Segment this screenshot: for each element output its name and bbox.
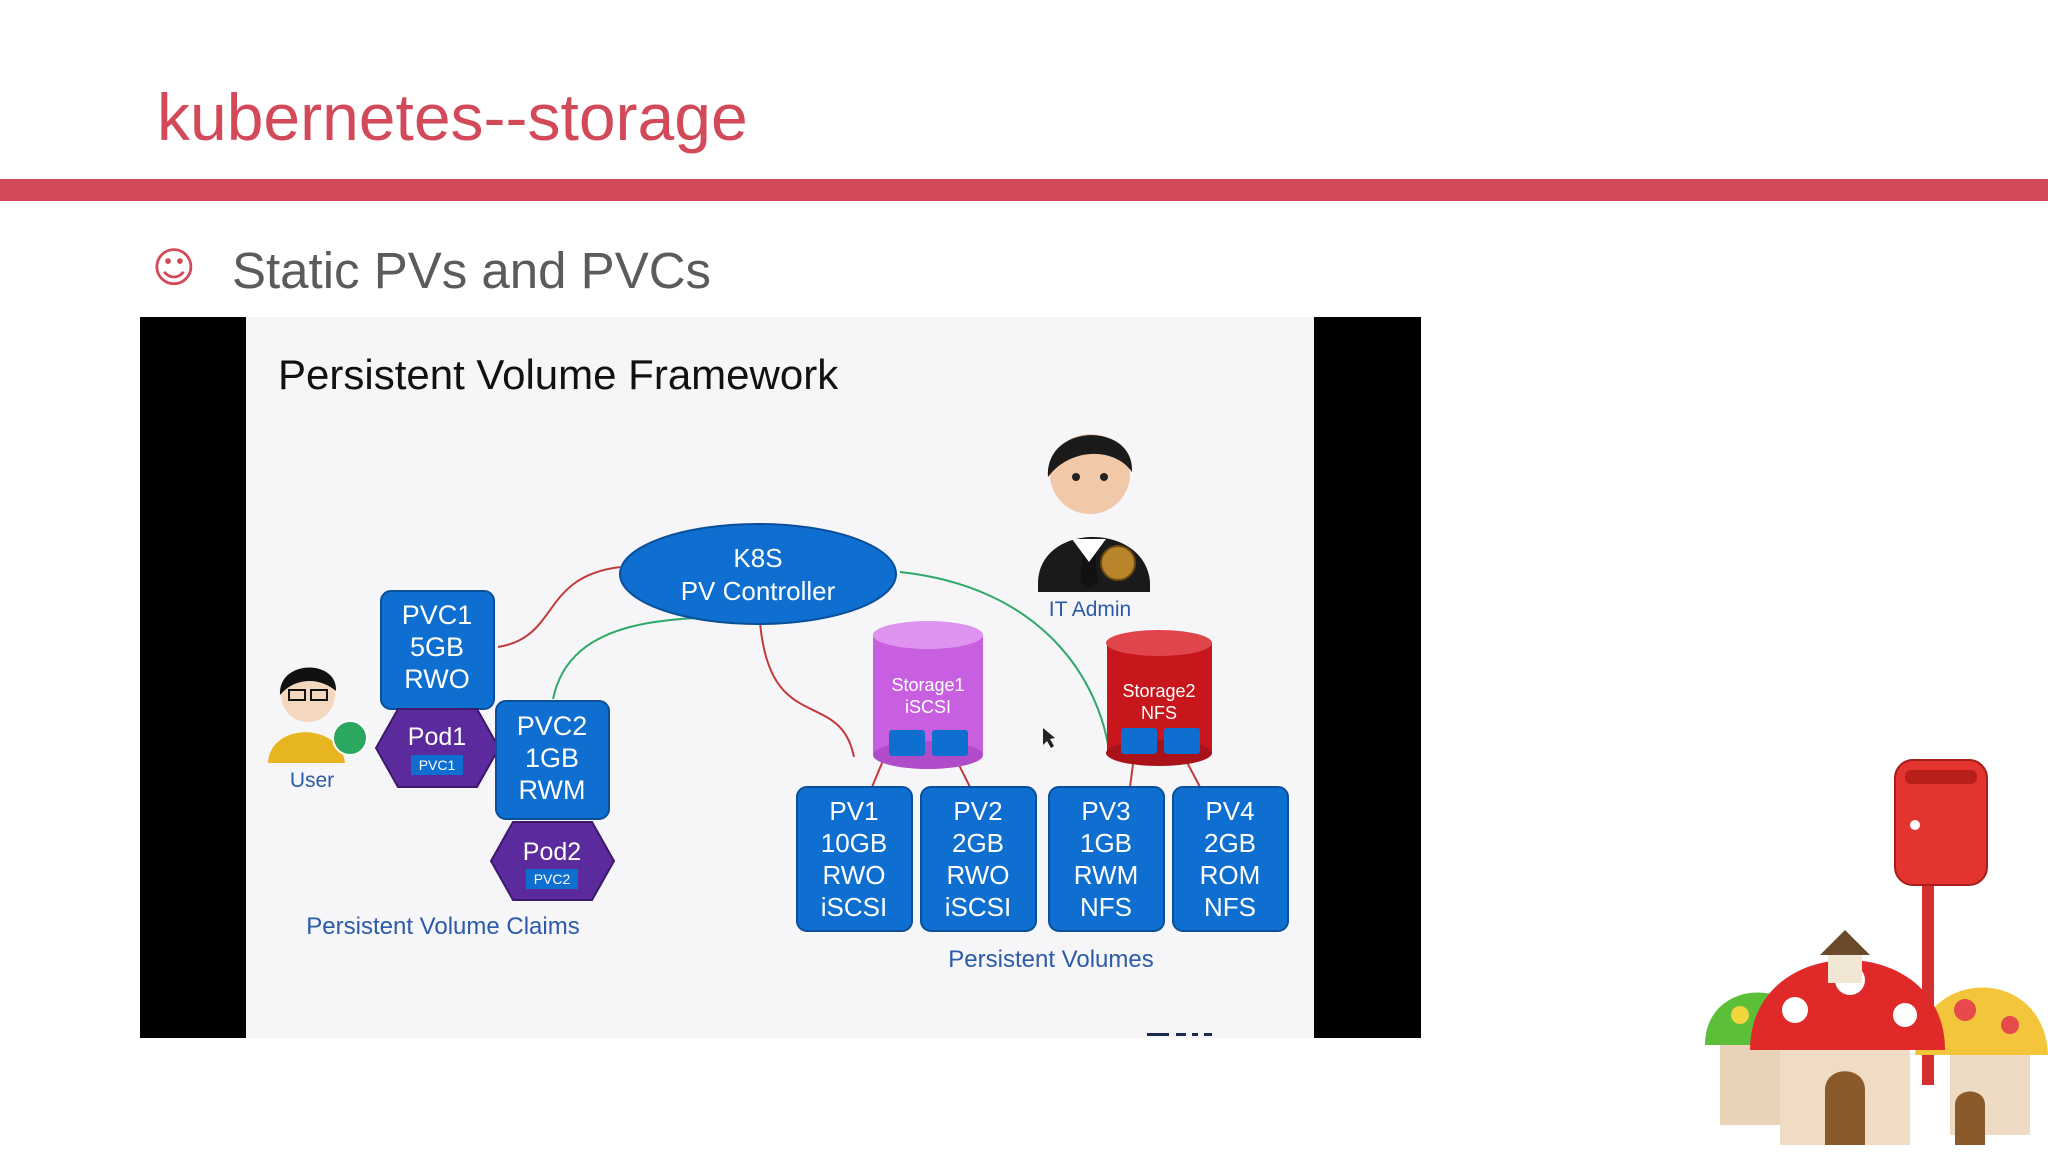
storage1-disk-icon [932, 730, 968, 756]
link-pvc1-controller [497, 566, 621, 648]
pod2-name: Pod2 [523, 838, 581, 866]
storage1-line-1: Storage1 [891, 675, 964, 695]
pvc2-line-1: PVC2 [517, 711, 588, 741]
user-figure: User [268, 667, 368, 792]
pv2-line-2: 2GB [952, 828, 1004, 858]
admin-badge-icon [1100, 545, 1136, 581]
storage2-cylinder: Storage2 NFS [1106, 630, 1212, 766]
admin-hair-icon [1047, 435, 1133, 477]
pv2-line-1: PV2 [953, 796, 1002, 826]
pod1-hexagon: Pod1 PVC1 [374, 708, 501, 788]
storage1-cylinder: Storage1 iSCSI [873, 621, 983, 769]
pv2-box: PV2 2GB RWO iSCSI [920, 786, 1037, 932]
controller-label-1: K8S [733, 543, 782, 573]
pv1-line-3: RWO [822, 860, 885, 890]
pod2-hexagon: Pod2 PVC2 [489, 821, 616, 901]
user-label: User [290, 769, 334, 792]
diagram-screenshot: Persistent Volume Framework K8S PV Contr… [140, 317, 1421, 1038]
pv1-box: PV1 10GB RWO iSCSI [796, 786, 913, 932]
storage1-disk-icon [889, 730, 925, 756]
diagram-canvas: Persistent Volume Framework K8S PV Contr… [246, 317, 1314, 1038]
title-divider-bar [0, 179, 2048, 201]
pod1-name: Pod1 [408, 723, 466, 751]
pod1-tag: PVC1 [419, 757, 456, 773]
mushroom-house-decoration-icon [1705, 759, 2048, 1145]
it-admin-figure: IT Admin [1038, 434, 1150, 621]
pv3-line-4: NFS [1080, 892, 1132, 922]
pvc1-box: PVC1 5GB RWO [380, 590, 495, 710]
pvc2-box: PVC2 1GB RWM [495, 700, 610, 820]
volumes-caption: Persistent Volumes [948, 946, 1153, 973]
pvc1-line-2: 5GB [410, 632, 464, 662]
pv4-line-4: NFS [1204, 892, 1256, 922]
pv4-line-2: 2GB [1204, 828, 1256, 858]
pod2-tag: PVC2 [534, 871, 571, 887]
logo-fragment-icon [1176, 1033, 1186, 1036]
logo-fragment-icon [1204, 1033, 1212, 1036]
storage2-line-1: Storage2 [1122, 681, 1195, 701]
pv3-line-1: PV3 [1081, 796, 1130, 826]
pv1-line-4: iSCSI [821, 892, 887, 922]
slide-title: kubernetes--storage [157, 80, 748, 154]
pvc1-line-1: PVC1 [402, 600, 473, 630]
link-controller-pv1 [759, 621, 855, 758]
storage2-disk-icon [1121, 728, 1157, 754]
storage1-line-2: iSCSI [905, 697, 951, 717]
pv4-line-1: PV4 [1205, 796, 1254, 826]
diagram-heading: Persistent Volume Framework [278, 351, 839, 398]
pv1-line-1: PV1 [829, 796, 878, 826]
pv3-line-2: 1GB [1080, 828, 1132, 858]
mouse-cursor-icon [1043, 728, 1055, 748]
user-badge-icon [332, 720, 368, 756]
claims-caption: Persistent Volume Claims [306, 913, 579, 940]
logo-fragment-icon [1192, 1033, 1198, 1036]
storage2-line-2: NFS [1141, 703, 1177, 723]
pvc2-line-3: RWM [519, 775, 586, 805]
admin-label: IT Admin [1049, 598, 1131, 621]
controller-ellipse [619, 523, 897, 625]
pvc1-line-3: RWO [404, 664, 470, 694]
pv2-line-4: iSCSI [945, 892, 1011, 922]
pv1-line-2: 10GB [821, 828, 888, 858]
controller-label-2: PV Controller [681, 576, 836, 606]
pv3-box: PV3 1GB RWM NFS [1048, 786, 1165, 932]
pv-controller: K8S PV Controller [619, 523, 897, 625]
user-body-icon [268, 732, 345, 763]
smiley-icon: ☺ [152, 243, 196, 292]
logo-fragment-icon [1147, 1033, 1169, 1036]
bullet-text: Static PVs and PVCs [232, 242, 712, 299]
pv4-box: PV4 2GB ROM NFS [1172, 786, 1289, 932]
pv3-line-3: RWM [1074, 860, 1139, 890]
link-controller-pv3 [899, 571, 1111, 758]
admin-collar-icon [1072, 539, 1106, 562]
pv4-line-3: ROM [1200, 860, 1261, 890]
user-hair-icon [279, 667, 337, 695]
storage2-disk-icon [1164, 728, 1200, 754]
pvc2-line-2: 1GB [525, 743, 579, 773]
pv2-line-3: RWO [946, 860, 1009, 890]
